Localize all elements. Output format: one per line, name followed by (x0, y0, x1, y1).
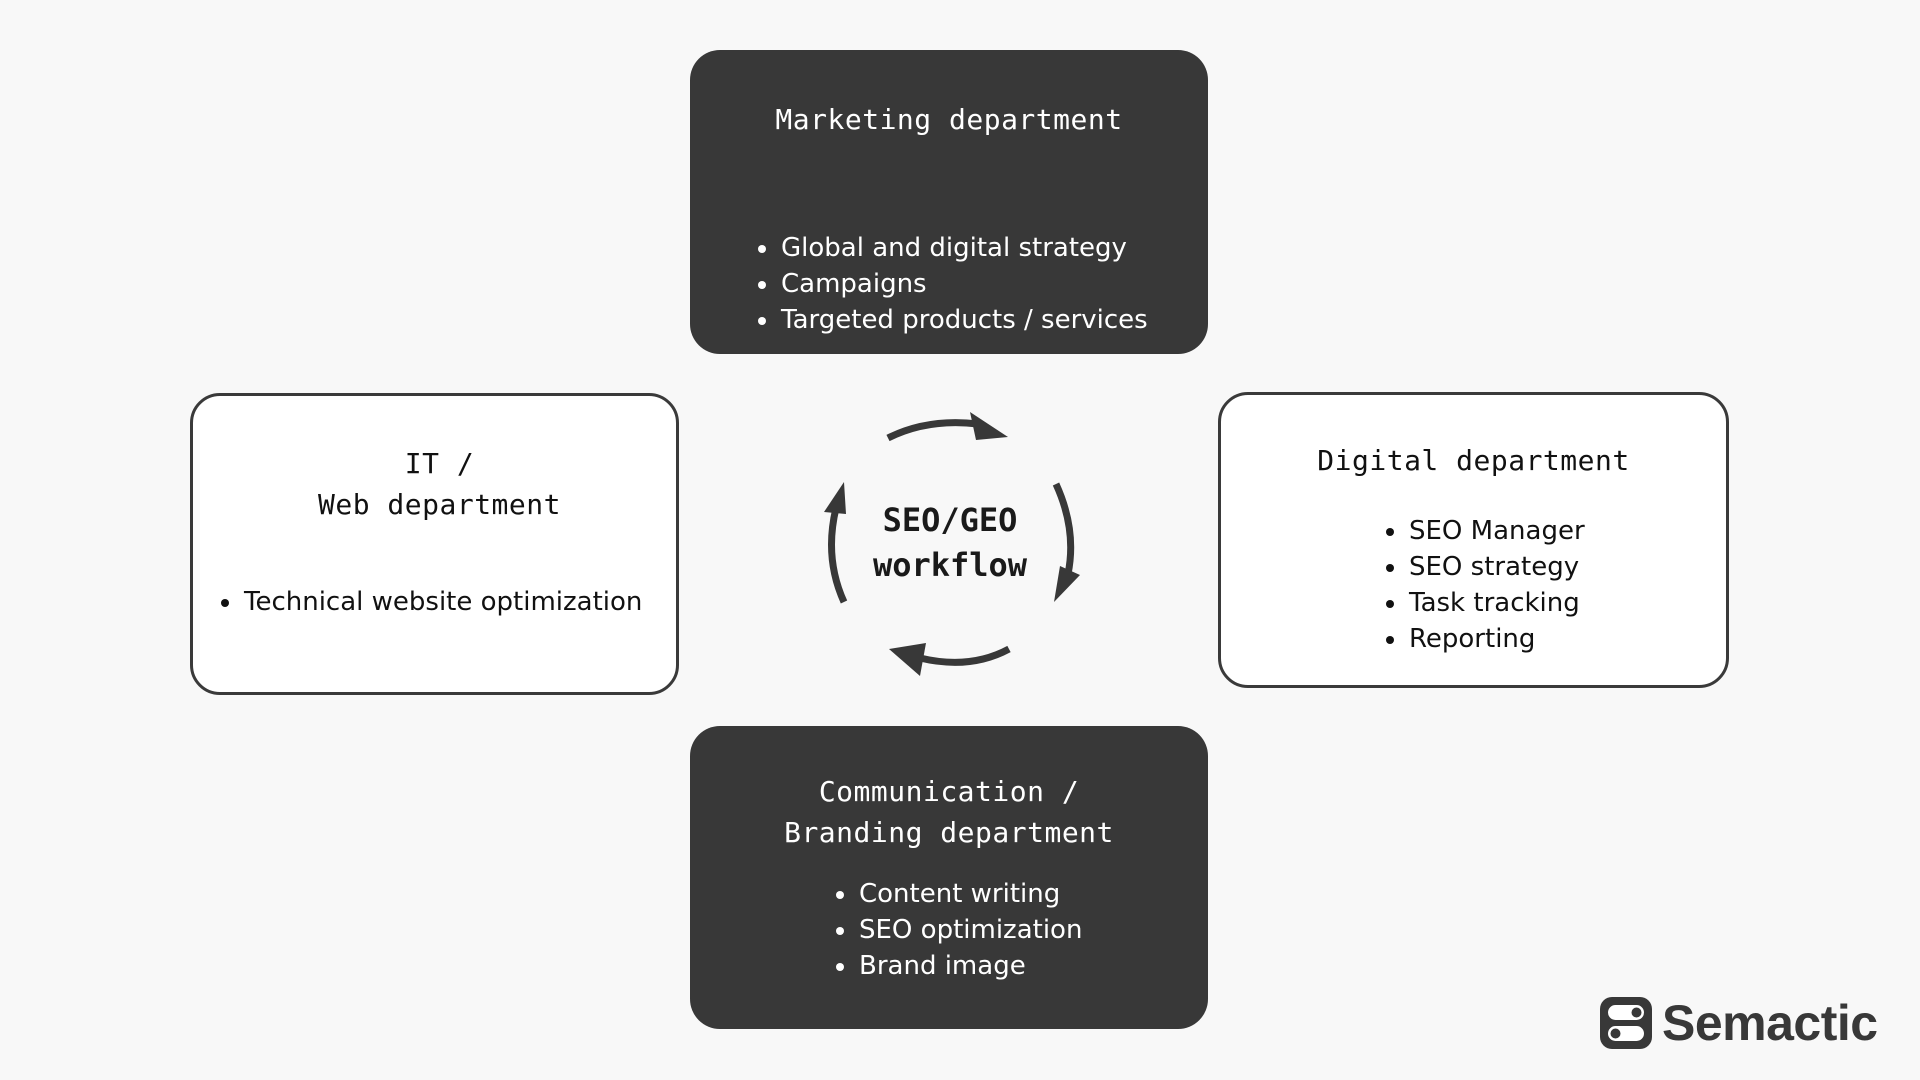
cycle-arrow-right (1052, 482, 1075, 575)
digital-department-title: Digital department (1317, 444, 1630, 477)
cycle-arrow-bottom (919, 645, 1011, 666)
cycle-arrowhead-top (970, 412, 1008, 440)
semactic-logo-icon (1600, 997, 1652, 1049)
marketing-department-box: Marketing department Global and digital … (690, 50, 1208, 354)
list-item: Targeted products / services (755, 302, 1148, 338)
cycle-arrowhead-bottom (889, 643, 926, 676)
list-item: Content writing (833, 876, 1082, 912)
it-web-department-list: Technical website optimization (218, 584, 642, 620)
list-item: SEO strategy (1383, 549, 1585, 585)
list-item: Campaigns (755, 266, 1148, 302)
communication-branding-department-box: Communication / Branding department Cont… (690, 726, 1208, 1029)
cycle-arrow-top (886, 419, 979, 442)
it-web-department-box: IT / Web department Technical website op… (190, 393, 679, 695)
cycle-arrowhead-right (1054, 566, 1080, 602)
cycle-arrow-left (828, 507, 848, 604)
cycle-arrowhead-left (824, 482, 846, 514)
brand-name: Semactic (1662, 995, 1878, 1051)
list-item: Task tracking (1383, 585, 1585, 621)
cycle-arrows (824, 412, 1080, 676)
digital-department-box: Digital department SEO Manager SEO strat… (1218, 392, 1729, 688)
communication-branding-department-list: Content writing SEO optimization Brand i… (833, 876, 1082, 984)
marketing-department-list: Global and digital strategy Campaigns Ta… (755, 230, 1148, 338)
list-item: Technical website optimization (218, 584, 642, 620)
brand-logo: Semactic (1598, 994, 1878, 1052)
marketing-department-title: Marketing department (775, 103, 1123, 136)
list-item: SEO Manager (1383, 513, 1585, 549)
list-item: SEO optimization (833, 912, 1082, 948)
digital-department-list: SEO Manager SEO strategy Task tracking R… (1383, 513, 1585, 657)
cycle-center-label: SEO/GEO workflow (872, 501, 1028, 584)
list-item: Brand image (833, 948, 1082, 984)
list-item: Reporting (1383, 621, 1585, 657)
list-item: Global and digital strategy (755, 230, 1148, 266)
workflow-cycle: SEO/GEO workflow (800, 390, 1100, 700)
it-web-department-title: IT / Web department (317, 447, 561, 521)
communication-branding-department-title: Communication / Branding department (784, 775, 1114, 849)
